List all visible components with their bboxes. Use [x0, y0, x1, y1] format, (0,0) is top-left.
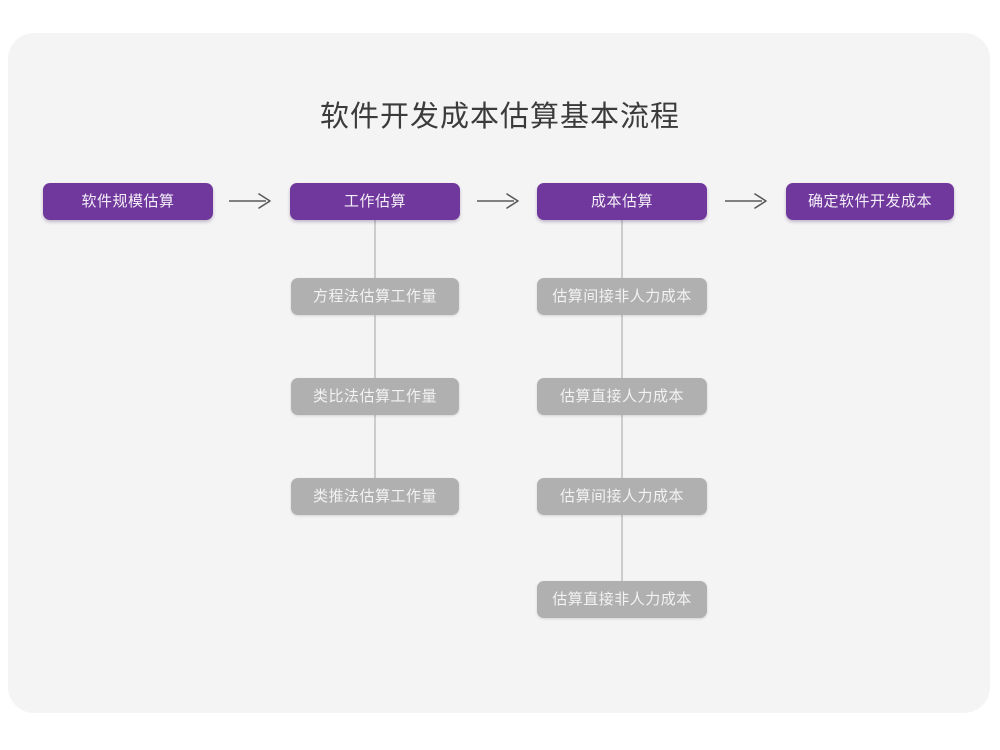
- cost-item-direct-nonlabor[interactable]: 估算直接非人力成本: [537, 581, 707, 618]
- work-method-analogy[interactable]: 类比法估算工作量: [291, 378, 459, 415]
- step-work-estimation[interactable]: 工作估算: [290, 183, 460, 220]
- node-label: 估算间接人力成本: [559, 487, 684, 505]
- node-label: 估算直接人力成本: [559, 387, 684, 405]
- arrow-right-icon-3: [724, 190, 770, 212]
- step-determine-development-cost[interactable]: 确定软件开发成本: [786, 183, 954, 220]
- step-cost-estimation[interactable]: 成本估算: [537, 183, 707, 220]
- step-label: 成本估算: [590, 192, 653, 210]
- work-method-inference[interactable]: 类推法估算工作量: [291, 478, 459, 515]
- page-title: 软件开发成本估算基本流程: [319, 99, 680, 133]
- step-label: 确定软件开发成本: [807, 192, 932, 210]
- arrow-right-icon-1: [228, 190, 274, 212]
- node-label: 类推法估算工作量: [312, 487, 437, 505]
- cost-item-direct-labor[interactable]: 估算直接人力成本: [537, 378, 707, 415]
- node-label: 估算间接非人力成本: [552, 287, 692, 305]
- node-label: 方程法估算工作量: [312, 287, 437, 305]
- connector-rail-work: [374, 219, 376, 479]
- step-label: 软件规模估算: [81, 192, 175, 210]
- node-label: 类比法估算工作量: [312, 387, 437, 405]
- step-label: 工作估算: [343, 192, 406, 210]
- diagram-card-background: [8, 33, 990, 713]
- step-software-scale-estimation[interactable]: 软件规模估算: [43, 183, 213, 220]
- arrow-right-icon-2: [476, 190, 522, 212]
- node-label: 估算直接非人力成本: [552, 590, 692, 608]
- cost-item-indirect-labor[interactable]: 估算间接人力成本: [537, 478, 707, 515]
- work-method-equation[interactable]: 方程法估算工作量: [291, 278, 459, 315]
- cost-item-indirect-nonlabor[interactable]: 估算间接非人力成本: [537, 278, 707, 315]
